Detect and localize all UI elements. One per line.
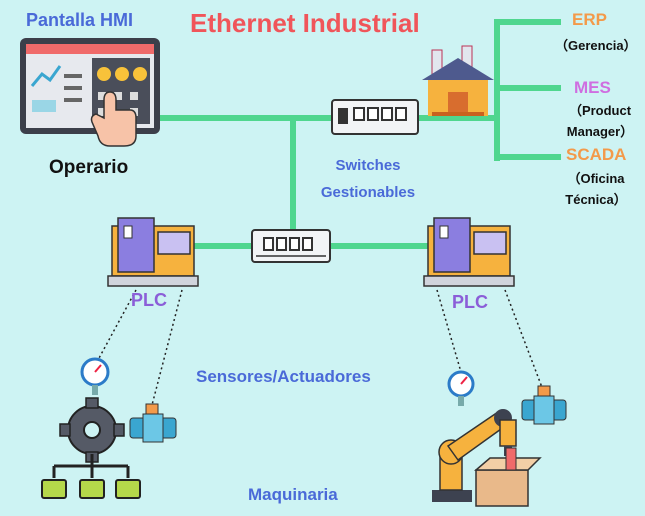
pressure-gauge-icon bbox=[80, 357, 110, 395]
machinery-label: Maquinaria bbox=[248, 485, 338, 504]
operator-label: Operario bbox=[49, 157, 129, 178]
network-switch-icon bbox=[251, 229, 331, 263]
hmi-label: Pantalla HMI bbox=[26, 10, 134, 30]
sensors-label: Sensores/Actuadores bbox=[196, 367, 371, 386]
mes-sublabel: （Product Manager） bbox=[566, 103, 634, 139]
erp-label: ERP bbox=[572, 10, 607, 29]
diagram-title: Ethernet Industrial bbox=[190, 8, 420, 38]
box-icon bbox=[473, 447, 542, 507]
valve-icon bbox=[521, 385, 567, 425]
touch-hand-icon bbox=[90, 91, 137, 147]
scada-label: SCADA bbox=[566, 145, 627, 164]
erp-sublabel: （Gerencia） bbox=[555, 38, 637, 53]
scada-sublabel: （Oficina Técnica） bbox=[565, 171, 627, 207]
network-lines bbox=[157, 19, 561, 249]
mes-label: MES bbox=[574, 78, 611, 97]
network-switch-icon bbox=[331, 99, 419, 135]
pressure-gauge-icon bbox=[447, 370, 475, 406]
plc-icon bbox=[423, 217, 515, 287]
hmi-screen-icon bbox=[20, 38, 160, 134]
plc-right-label: PLC bbox=[452, 292, 488, 312]
switches-label: Switches Gestionables bbox=[320, 157, 416, 201]
factory-icon bbox=[422, 45, 494, 116]
sensor-links bbox=[97, 289, 544, 406]
gear-icon bbox=[41, 397, 141, 499]
plc-icon bbox=[107, 217, 199, 287]
plc-left-label: PLC bbox=[131, 290, 167, 310]
valve-icon bbox=[129, 403, 177, 443]
